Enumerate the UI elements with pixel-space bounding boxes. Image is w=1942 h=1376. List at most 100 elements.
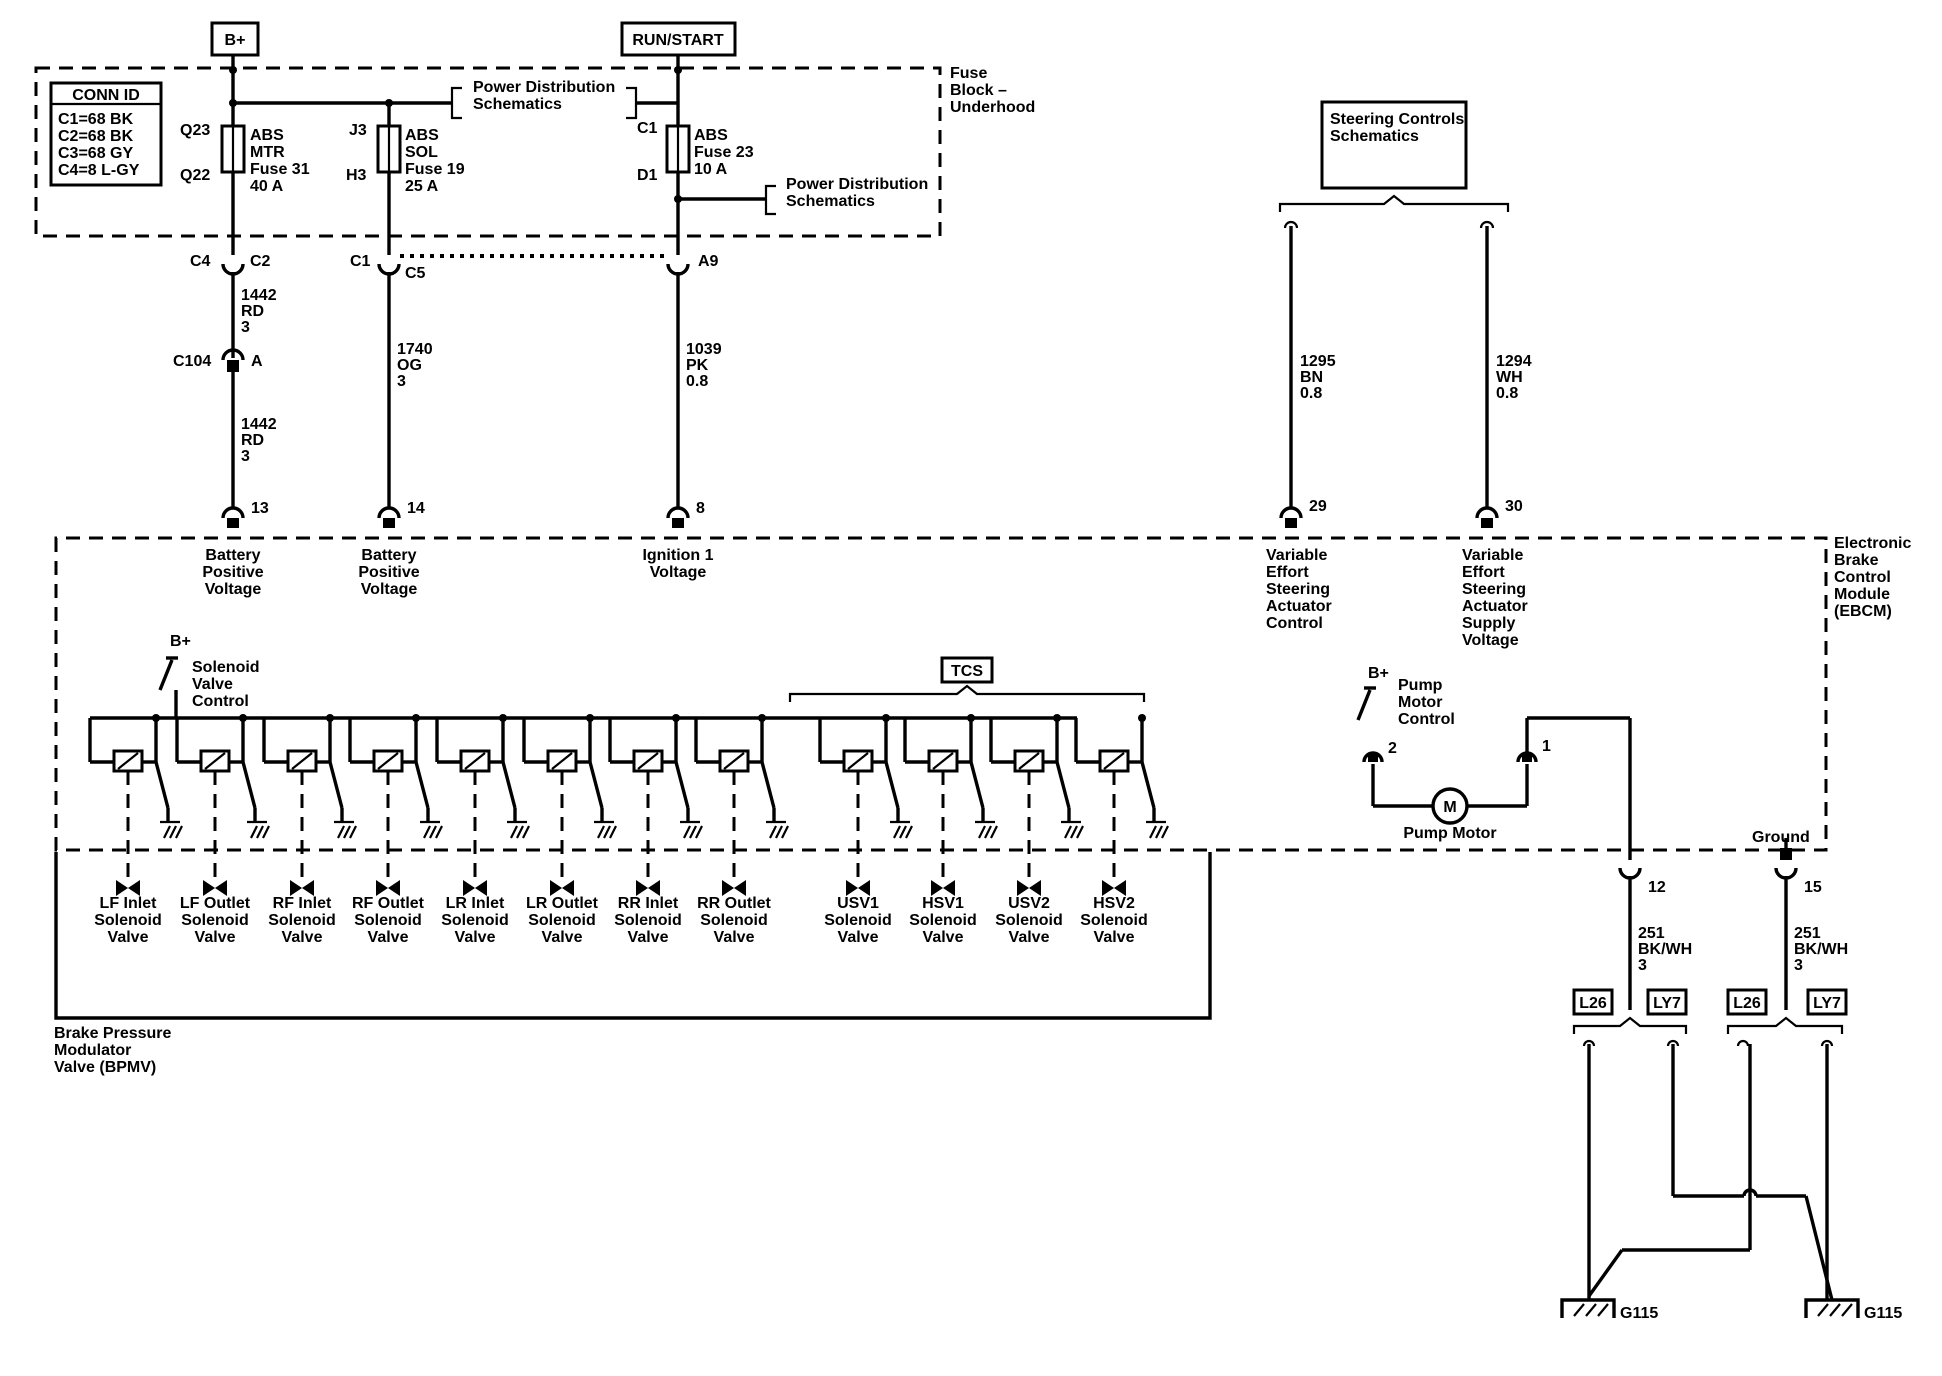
valve-label: Solenoid [181, 912, 249, 929]
svg-text:3: 3 [1638, 957, 1647, 974]
power-distribution-ref-2[interactable]: Power Distribution Schematics [764, 176, 928, 216]
valve-label: Valve [838, 929, 879, 946]
svg-text:M: M [1443, 799, 1456, 816]
svg-text:RD: RD [241, 432, 264, 449]
svg-text:Power Distribution: Power Distribution [786, 176, 928, 193]
svg-text:Effort: Effort [1462, 564, 1505, 581]
bplus-power-box: B+ [210, 21, 260, 57]
svg-text:Steering: Steering [1462, 581, 1526, 598]
fuse-abs-sol: J3 H3 ABS SOL Fuse 19 25 A [346, 122, 465, 195]
svg-text:RUN/START: RUN/START [632, 32, 723, 49]
pump-motor-control-switch: B+ Pump Motor Control [1356, 665, 1455, 728]
svg-text:Schematics: Schematics [786, 193, 875, 210]
svg-text:Q22: Q22 [180, 167, 210, 184]
svg-text:G115: G115 [1620, 1305, 1658, 1322]
svg-text:CONN ID: CONN ID [72, 87, 140, 104]
svg-text:J3: J3 [349, 122, 367, 139]
ebcm-pin-13: 13 Battery Positive Voltage [202, 500, 269, 598]
connector-a9: A9 [666, 253, 719, 276]
solenoid-valve-symbol [636, 880, 660, 896]
steering-controls-ref[interactable]: Steering Controls Schematics [1278, 100, 1510, 212]
solenoid-valve-symbol [116, 880, 140, 896]
solenoid-valve-symbol [1102, 880, 1126, 896]
valve-label: RR Inlet [618, 895, 679, 912]
option-l26-a: L26 [1572, 988, 1614, 1016]
runstart-power-box: RUN/START [620, 21, 737, 57]
svg-text:Battery: Battery [205, 547, 260, 564]
ebcm-label: Electronic Brake Control Module (EBCM) [1834, 535, 1911, 620]
svg-text:Voltage: Voltage [1462, 632, 1519, 649]
svg-text:ABS: ABS [250, 127, 284, 144]
option-l26-b: L26 [1726, 988, 1768, 1016]
svg-text:3: 3 [241, 448, 250, 465]
solenoid-valve-symbol [463, 880, 487, 896]
connector-c1-c5: C1 C5 [350, 253, 426, 282]
svg-text:Variable: Variable [1266, 547, 1327, 564]
svg-text:Variable: Variable [1462, 547, 1523, 564]
svg-text:25 A: 25 A [405, 178, 439, 195]
ebcm-pin-12: 12 [1618, 867, 1666, 1010]
valve-label: LR Inlet [446, 895, 505, 912]
svg-text:8: 8 [696, 500, 705, 517]
svg-text:Voltage: Voltage [361, 581, 418, 598]
valve-label: Valve [1094, 929, 1135, 946]
svg-text:Power Distribution: Power Distribution [473, 79, 615, 96]
svg-text:OG: OG [397, 357, 422, 374]
svg-text:B+: B+ [225, 32, 246, 49]
valve-label: Valve [714, 929, 755, 946]
ground-splice-wiring [1572, 1016, 1844, 1301]
valve-label: LF Outlet [180, 895, 251, 912]
svg-text:ABS: ABS [694, 127, 728, 144]
svg-text:Positive: Positive [202, 564, 263, 581]
svg-text:251: 251 [1794, 925, 1821, 942]
valve-label: Solenoid [268, 912, 336, 929]
svg-text:Block –: Block – [950, 82, 1007, 99]
valve-label: Valve [282, 929, 323, 946]
svg-text:B+: B+ [170, 633, 191, 650]
svg-text:Control: Control [1398, 711, 1455, 728]
svg-text:Actuator: Actuator [1462, 598, 1528, 615]
svg-text:TCS: TCS [951, 663, 983, 680]
valve-label: USV2 [1008, 895, 1050, 912]
valve-label: Valve [455, 929, 496, 946]
power-distribution-ref-1[interactable]: Power Distribution Schematics [450, 79, 638, 120]
svg-text:G115: G115 [1864, 1305, 1902, 1322]
svg-text:SOL: SOL [405, 144, 438, 161]
wire-251-b: 251 BK/WH 3 [1794, 925, 1848, 974]
valve-label: LR Outlet [526, 895, 599, 912]
valve-label: Solenoid [909, 912, 977, 929]
svg-text:Battery: Battery [361, 547, 416, 564]
ebcm-pin-8: 8 Ignition 1 Voltage [642, 500, 713, 581]
svg-text:Steering Controls: Steering Controls [1330, 111, 1464, 128]
valve-label: Solenoid [354, 912, 422, 929]
svg-text:Voltage: Voltage [205, 581, 262, 598]
valve-label: Valve [923, 929, 964, 946]
solenoid-valve-symbol [846, 880, 870, 896]
svg-text:Control: Control [1834, 569, 1891, 586]
svg-text:A: A [251, 353, 263, 370]
option-ly7-a: LY7 [1646, 988, 1688, 1016]
option-ly7-b: LY7 [1806, 988, 1848, 1016]
fuse-block-outline [34, 66, 942, 238]
svg-text:15: 15 [1804, 879, 1822, 896]
svg-text:H3: H3 [346, 167, 367, 184]
solenoid-valve-symbol [376, 880, 400, 896]
svg-text:Fuse 31: Fuse 31 [250, 161, 310, 178]
valve-label: Valve [195, 929, 236, 946]
bpmv-outline [54, 852, 1212, 1020]
svg-text:Brake Pressure: Brake Pressure [54, 1025, 172, 1042]
pump-motor: 2 M 1 Pump Motor [1362, 716, 1632, 860]
solenoid-valve-symbol [931, 880, 955, 896]
svg-text:13: 13 [251, 500, 269, 517]
svg-text:C4=8 L-GY: C4=8 L-GY [58, 162, 140, 179]
valve-label: LF Inlet [100, 895, 158, 912]
svg-text:BK/WH: BK/WH [1638, 941, 1692, 958]
svg-text:Module: Module [1834, 586, 1890, 603]
